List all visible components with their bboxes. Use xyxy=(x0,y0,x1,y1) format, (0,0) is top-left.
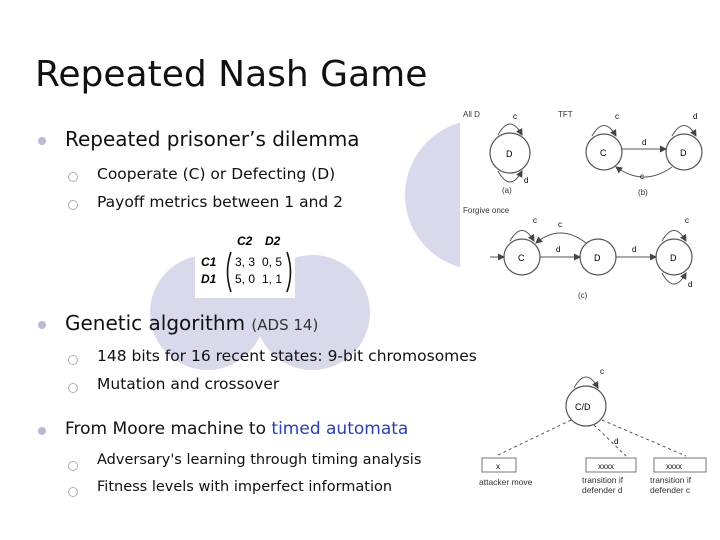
self-loop xyxy=(661,272,687,285)
label-a: (a) xyxy=(502,186,512,195)
sub-bullet-marker xyxy=(68,383,78,393)
payoff-matrix: C2 D2 C1 D1 3, 3 0, 5 5, 0 1, 1 xyxy=(195,228,295,298)
bullet-1-sub-2: Payoff metrics between 1 and 2 xyxy=(97,193,344,211)
matrix-cell: 5, 0 xyxy=(235,272,255,286)
box-label: xxxx xyxy=(598,462,614,471)
edge-label: d xyxy=(688,280,692,289)
matrix-left-paren xyxy=(226,251,232,293)
state-label: C xyxy=(600,148,607,158)
self-loop xyxy=(573,376,599,389)
state-label: D xyxy=(594,253,601,263)
edge-label: c xyxy=(615,112,619,121)
box-label: x xyxy=(496,462,500,471)
label-b: (b) xyxy=(638,188,648,197)
state-node xyxy=(565,385,607,427)
self-loop xyxy=(591,125,617,137)
strategy-diagram-svg: All D D c d (a) TFT C D c d d c (b) Forg… xyxy=(463,110,703,300)
timed-automata-link[interactable]: timed automata xyxy=(271,419,409,439)
label-c: (c) xyxy=(578,291,588,300)
defender-c-box xyxy=(653,457,707,473)
sub-bullet-marker xyxy=(68,461,78,471)
state-label: C xyxy=(518,253,525,263)
slide-title: Repeated Nash Game xyxy=(35,54,428,95)
transition-arrow xyxy=(535,232,587,244)
self-loop xyxy=(497,170,523,183)
bullet-marker xyxy=(38,137,46,145)
col-header-d2: D2 xyxy=(265,234,281,248)
bullet-3-sub-2: Fitness levels with imperfect informatio… xyxy=(97,479,393,495)
edge-label: c xyxy=(513,112,517,121)
state-label: D xyxy=(506,149,513,159)
sub-bullet-marker xyxy=(68,355,78,365)
state-label: D xyxy=(680,148,687,158)
transition-arrow xyxy=(615,166,673,178)
self-loop xyxy=(661,230,687,242)
state-label: C/D xyxy=(575,402,591,412)
edge-label: c xyxy=(558,220,562,229)
edge-label: d xyxy=(556,245,560,254)
bullet-3-main: From Moore machine to xyxy=(65,419,272,439)
self-loop xyxy=(671,125,697,137)
bullet-marker xyxy=(38,427,46,435)
edge-label: d xyxy=(614,437,618,446)
bullet-2-sub-1: 148 bits for 16 recent states: 9-bit chr… xyxy=(97,347,477,365)
caption-defender-d: transition if defender d xyxy=(582,475,624,495)
edge-label: d xyxy=(524,176,528,185)
edge-label: d xyxy=(693,112,697,121)
label-tft: TFT xyxy=(558,110,573,119)
matrix-cell: 1, 1 xyxy=(262,272,282,286)
edge-label: c xyxy=(600,367,604,376)
state-label: D xyxy=(670,253,677,263)
box-label: xxxx xyxy=(666,462,682,471)
bullet-2-sub-2: Mutation and crossover xyxy=(97,375,280,393)
matrix-cell: 0, 5 xyxy=(262,255,282,269)
timed-automata-diagram: C/D c d x xxxx xxxx attacker move transi… xyxy=(476,362,718,500)
bullet-1-text: Repeated prisoner’s dilemma xyxy=(65,127,360,151)
bullet-marker xyxy=(38,321,46,329)
caption-attacker-move: attacker move xyxy=(479,477,533,487)
strategy-diagram: All D D c d (a) TFT C D c d d c (b) Forg… xyxy=(460,105,718,305)
payoff-matrix-svg: C2 D2 C1 D1 3, 3 0, 5 5, 0 1, 1 xyxy=(201,234,292,293)
edge-label: c xyxy=(533,216,537,225)
bullet-3-sub-1: Adversary's learning through timing anal… xyxy=(97,452,422,468)
edge-label: c xyxy=(640,172,644,181)
row-header-d1: D1 xyxy=(201,272,217,286)
sub-bullet-marker xyxy=(68,172,78,182)
tree-edge xyxy=(495,419,572,457)
self-loop xyxy=(497,123,523,136)
self-loop xyxy=(509,230,535,242)
state-node xyxy=(489,132,531,174)
timed-automata-svg: C/D c d x xxxx xxxx xyxy=(481,367,707,473)
bullet-1-sub-1: Cooperate (C) or Defecting (D) xyxy=(97,165,336,183)
edge-label: d xyxy=(632,245,636,254)
matrix-right-paren xyxy=(286,251,292,293)
label-all-d: All D xyxy=(463,110,480,119)
attacker-move-box xyxy=(481,457,517,473)
edge-label: c xyxy=(685,216,689,225)
bullet-2-main: Genetic algorithm xyxy=(65,311,246,335)
col-header-c2: C2 xyxy=(237,234,253,248)
state-node xyxy=(585,133,623,171)
row-header-c1: C1 xyxy=(201,255,217,269)
matrix-cell: 3, 3 xyxy=(235,255,255,269)
caption-defender-c: transition if defender c xyxy=(650,475,692,495)
sub-bullet-marker xyxy=(68,200,78,210)
tree-edge xyxy=(593,424,627,457)
label-forgive-once: Forgive once xyxy=(463,206,510,215)
defender-d-box xyxy=(585,457,637,473)
sub-bullet-marker xyxy=(68,487,78,497)
bullet-2-citation: (ADS 14) xyxy=(251,316,319,334)
bullet-2-text: Genetic algorithm (ADS 14) xyxy=(65,311,318,335)
edge-label: d xyxy=(642,138,646,147)
bullet-3-text: From Moore machine to timed automata xyxy=(65,419,408,439)
